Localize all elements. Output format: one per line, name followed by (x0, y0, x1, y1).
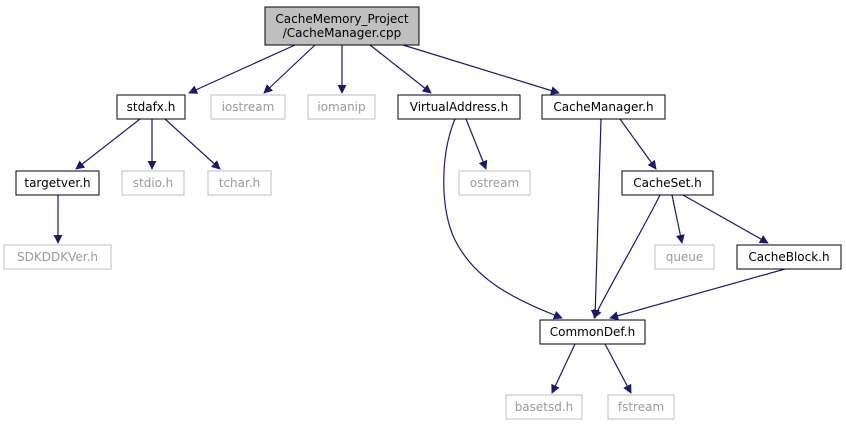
node-label-cachemanager: CacheManager.h (553, 100, 653, 114)
node-box-ostream (458, 170, 531, 196)
edge-virtualaddress-to-ostream (465, 118, 488, 170)
node-box-commondef (539, 319, 646, 345)
node-cacheblock[interactable]: CacheBlock.h (736, 244, 842, 270)
edge-root-to-iostream (263, 44, 316, 94)
node-stdio: stdio.h (121, 170, 185, 196)
node-root[interactable]: CacheMemory_Project/CacheManager.cpp (264, 6, 420, 46)
node-box-basetsd (505, 394, 583, 420)
node-box-iostream (210, 94, 286, 120)
edges (53, 44, 786, 394)
node-box-iomanip (307, 94, 376, 120)
edge-stdafx-to-targetver (75, 118, 141, 170)
edge-cacheset-to-commondef (593, 194, 661, 319)
node-box-virtualaddress (397, 94, 521, 120)
node-label-ostream: ostream (470, 176, 519, 190)
edge-cachemanager-to-commondef (590, 118, 602, 319)
edge-cachemanager-to-cacheset (619, 118, 657, 170)
node-virtualaddress[interactable]: VirtualAddress.h (397, 94, 521, 120)
edge-root-to-stdafx (188, 44, 296, 94)
edge-commondef-to-fstream (604, 343, 632, 394)
node-iostream: iostream (210, 94, 286, 120)
edge-stdafx-to-tchar (164, 118, 221, 170)
edge-commondef-to-basetsd (551, 343, 576, 394)
node-label-iostream: iostream (222, 100, 275, 114)
node-label-cacheblock: CacheBlock.h (748, 250, 829, 264)
node-box-fstream (607, 394, 675, 420)
node-label-basetsd: basetsd.h (515, 400, 574, 414)
node-box-targetver (15, 170, 100, 196)
node-label-stdafx: stdafx.h (127, 100, 176, 114)
node-cachemanager[interactable]: CacheManager.h (541, 94, 666, 120)
node-cacheset[interactable]: CacheSet.h (621, 170, 714, 196)
node-commondef[interactable]: CommonDef.h (539, 319, 646, 345)
node-box-tchar (207, 170, 272, 196)
node-label-iomanip: iomanip (317, 100, 365, 114)
node-label-root-line-2: /CacheManager.cpp (283, 26, 402, 40)
edge-virtualaddress-to-commondef (443, 118, 563, 320)
node-box-sdkddkver (3, 244, 112, 270)
edge-root-to-cachemanager (402, 44, 560, 95)
node-iomanip: iomanip (307, 94, 376, 120)
node-label-root-line-1: CacheMemory_Project (275, 12, 408, 26)
node-fstream: fstream (607, 394, 675, 420)
edge-root-to-virtualaddress (369, 44, 432, 94)
node-targetver[interactable]: targetver.h (15, 170, 100, 196)
node-label-tchar: tchar.h (219, 176, 261, 190)
node-label-fstream: fstream (618, 400, 664, 414)
node-label-queue: queue (666, 250, 704, 264)
node-label-virtualaddress: VirtualAddress.h (410, 100, 508, 114)
node-label-cacheset: CacheSet.h (633, 176, 701, 190)
nodes: CacheMemory_Project/CacheManager.cppstda… (3, 6, 842, 420)
node-ostream: ostream (458, 170, 531, 196)
node-box-cacheblock (736, 244, 842, 270)
edge-cacheblock-to-commondef (609, 268, 786, 321)
node-label-commondef: CommonDef.h (550, 325, 635, 339)
node-sdkddkver: SDKDDKVer.h (3, 244, 112, 270)
node-label-sdkddkver: SDKDDKVer.h (17, 250, 98, 264)
node-box-stdio (121, 170, 185, 196)
node-label-targetver: targetver.h (24, 176, 90, 190)
node-box-queue (654, 244, 715, 270)
node-box-cachemanager (541, 94, 666, 120)
node-label-stdio: stdio.h (133, 176, 173, 190)
node-box-root (264, 6, 420, 46)
node-tchar: tchar.h (207, 170, 272, 196)
node-box-stdafx (116, 94, 186, 120)
edge-cacheset-to-cacheblock (682, 194, 769, 244)
node-stdafx[interactable]: stdafx.h (116, 94, 186, 120)
node-box-cacheset (621, 170, 714, 196)
node-basetsd: basetsd.h (505, 394, 583, 420)
node-queue: queue (654, 244, 715, 270)
edge-cacheset-to-queue (671, 194, 685, 244)
